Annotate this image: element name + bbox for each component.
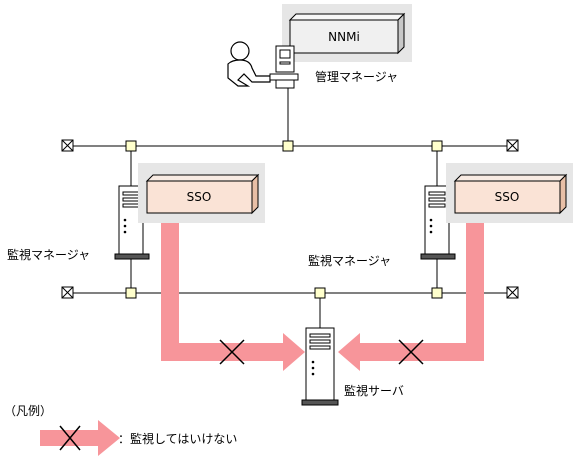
- nnmi-label: NNMi: [328, 30, 360, 44]
- sso-right-label: SSO: [495, 190, 520, 204]
- terminator-bottom-right: [506, 286, 519, 299]
- node-bottom-2: [314, 287, 326, 299]
- forbidden-arrow-right: [338, 220, 484, 371]
- monitored-server: [301, 327, 339, 406]
- admin-person-icon: [227, 41, 271, 87]
- node-top-1: [125, 140, 137, 152]
- monitor-manager-right-label: 監視マネージャ: [308, 253, 391, 268]
- terminator-top-right: [506, 139, 519, 152]
- network-nodes: [125, 140, 443, 299]
- forbidden-arrow-left: [161, 220, 305, 371]
- cross-icon-left: [219, 339, 245, 365]
- terminator-bottom-left: [61, 286, 74, 299]
- legend-arrow: [40, 420, 120, 456]
- sso-box-left: SSO: [145, 173, 260, 215]
- server-right: [420, 185, 456, 260]
- nnmi-box: NNMi: [288, 12, 406, 55]
- node-bottom-3: [431, 287, 443, 299]
- monitor-manager-left-label: 監視マネージャ: [7, 247, 90, 262]
- legend-item-text: ：監視してはいけない: [118, 431, 237, 446]
- node-top-2: [282, 140, 294, 152]
- sso-left-label: SSO: [187, 190, 212, 204]
- terminator-top-left: [61, 139, 74, 152]
- node-bottom-1: [125, 287, 137, 299]
- legend-cross-icon: [59, 425, 81, 451]
- node-top-3: [431, 140, 443, 152]
- sso-box-right: SSO: [453, 173, 568, 215]
- cross-icon-right: [398, 339, 424, 365]
- admin-pc-icon: [269, 45, 299, 89]
- monitor-server-label: 監視サーバ: [344, 383, 404, 398]
- admin-manager-label: 管理マネージャ: [315, 69, 398, 84]
- legend-title: （凡例）: [4, 404, 52, 418]
